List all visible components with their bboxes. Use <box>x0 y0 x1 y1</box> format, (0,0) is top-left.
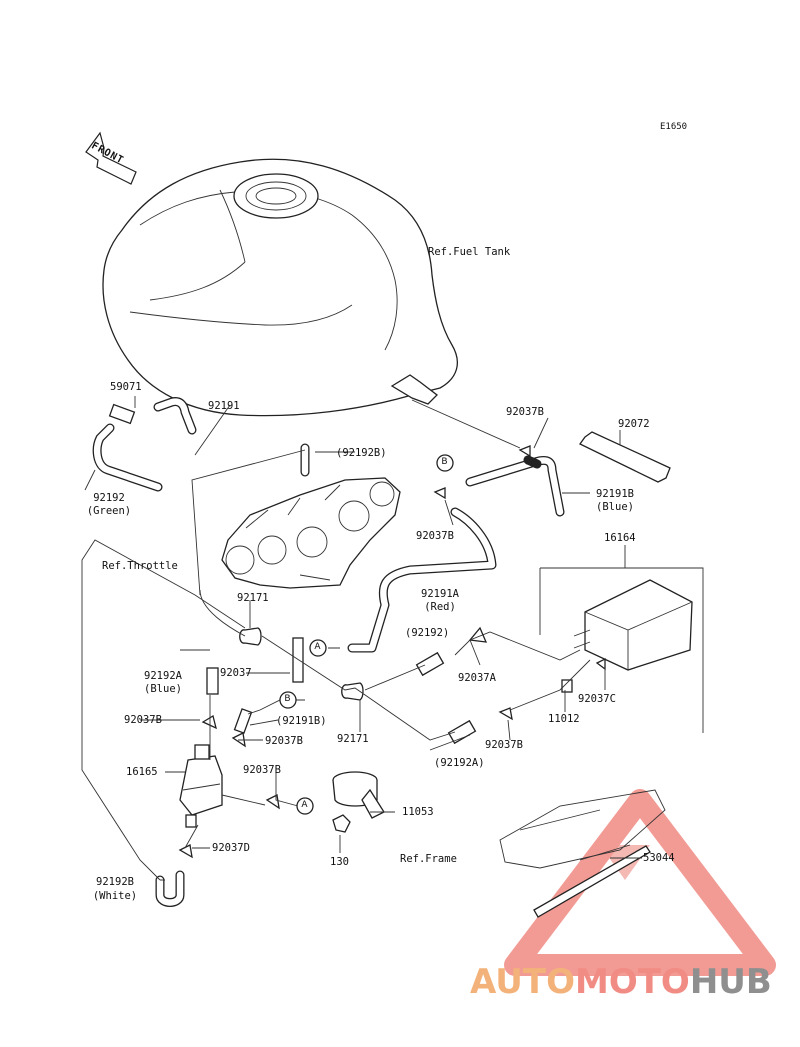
connector-a-mid <box>309 639 327 657</box>
fittings <box>108 403 606 859</box>
label-16164: 16164 <box>604 532 636 544</box>
label-92191a-red-note: (Red) <box>424 601 456 613</box>
ref-throttle: Ref.Throttle <box>102 560 178 572</box>
diagram-code: E1650 <box>660 122 688 132</box>
bracket-drawing <box>332 771 385 833</box>
label-92037c: 92037C <box>578 693 616 705</box>
connector-b-mid <box>279 691 297 709</box>
label-92072: 92072 <box>618 418 650 430</box>
frame-drawing <box>499 789 666 918</box>
watermark-text: AUTOMOTOHUB <box>470 962 772 1002</box>
fuel-tank-drawing <box>102 158 458 417</box>
label-92037b-low: 92037B <box>265 735 303 747</box>
front-arrow-icon <box>85 131 137 185</box>
connector-b-top <box>436 454 454 472</box>
hose-lines <box>92 397 565 907</box>
label-11053: 11053 <box>402 806 434 818</box>
throttle-body-drawing <box>221 477 401 589</box>
label-92192a-blue: 92192A <box>144 670 182 682</box>
label-92191: 92191 <box>208 400 240 412</box>
label-92171-b: 92171 <box>337 733 369 745</box>
leader-lines <box>81 396 642 881</box>
watermark-hub: HUB <box>689 962 772 1002</box>
label-92192a-paren: (92192A) <box>434 757 485 769</box>
label-92191b-blue-note: (Blue) <box>596 501 634 513</box>
label-130: 130 <box>330 856 349 868</box>
label-59071: 59071 <box>110 381 142 393</box>
label-92192-green: (Green) <box>86 505 132 517</box>
label-11012: 11012 <box>548 713 580 725</box>
label-92037b-mid: 92037B <box>416 530 454 542</box>
label-92192b-white-note: (White) <box>92 890 138 902</box>
label-92037b-under: 92037B <box>243 764 281 776</box>
label-92171-a: 92171 <box>237 592 269 604</box>
ref-fuel-tank: Ref.Fuel Tank <box>428 246 511 258</box>
label-92192b-white: 92192B <box>96 876 134 888</box>
label-92192: 92192 <box>93 492 125 504</box>
watermark-logo-triangle <box>504 789 776 976</box>
ref-frame: Ref.Frame <box>400 853 457 865</box>
label-92192a-blue-note: (Blue) <box>144 683 182 695</box>
canister-drawing <box>573 579 693 671</box>
connector-a2-label: A <box>301 800 308 810</box>
connector-a-low <box>296 797 314 815</box>
connector-b2-label: B <box>284 694 291 704</box>
label-92192-paren: (92192) <box>405 627 450 639</box>
label-92192b-top: (92192B) <box>336 447 387 459</box>
watermark-moto: MOTO <box>574 962 690 1002</box>
connector-b1-label: B <box>441 457 448 467</box>
label-92191b-paren: (92191B) <box>276 715 327 727</box>
label-92191b-blue: 92191B <box>596 488 634 500</box>
label-92037d: 92037D <box>212 842 250 854</box>
fuel-filter-drawing <box>179 744 223 828</box>
label-92037b-top: 92037B <box>506 406 544 418</box>
label-92191a-red: 92191A <box>421 588 459 600</box>
watermark-auto: AUTO <box>470 962 575 1002</box>
label-92037: 92037 <box>220 667 252 679</box>
connector-a1-label: A <box>314 642 321 652</box>
label-53044: 53044 <box>643 852 675 864</box>
label-16165: 16165 <box>126 766 158 778</box>
label-92037b-right: 92037B <box>485 739 523 751</box>
strap-drawing <box>579 431 671 483</box>
label-92037b-left: 92037B <box>124 714 162 726</box>
label-92037a: 92037A <box>458 672 496 684</box>
